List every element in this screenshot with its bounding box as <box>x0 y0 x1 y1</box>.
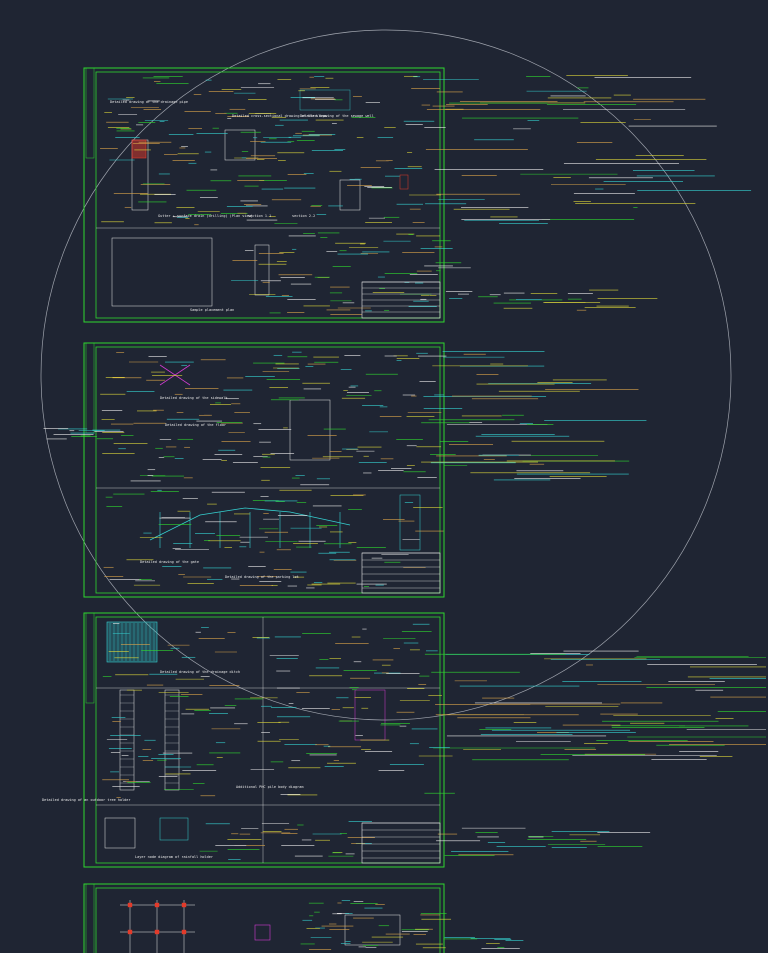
sewage-well-detail <box>299 89 351 111</box>
sheet-3-outer-frame <box>83 612 445 868</box>
sheet-2-inner-frame <box>95 346 441 594</box>
sheet-3-inner-frame <box>95 616 441 864</box>
gutter-section <box>254 244 270 296</box>
well-section <box>339 179 361 211</box>
footing-section <box>344 914 401 946</box>
highlighted-pipe-head <box>131 139 147 159</box>
slope-detail <box>224 129 256 161</box>
sheet-2[interactable] <box>43 342 647 598</box>
well-cover <box>399 174 409 190</box>
sheet-2-outer-frame <box>83 342 445 598</box>
sheet-4-left-binding-strip <box>85 883 95 953</box>
sheet-4-outer-frame <box>83 883 445 953</box>
pile-cap-marker <box>154 929 160 935</box>
sheet-2-title-block <box>361 552 441 594</box>
sheet-1-left-binding-strip <box>85 67 95 159</box>
sheet-2-details <box>43 351 647 589</box>
column-base-detail <box>254 924 271 941</box>
sheet-3-title-block <box>361 822 441 864</box>
sheet-1[interactable] <box>83 67 752 323</box>
drainage-ditch-grid <box>106 621 158 663</box>
pile-cap-marker <box>127 902 133 908</box>
rainfall-holder-grid <box>159 817 189 841</box>
sheet-4[interactable] <box>83 883 524 953</box>
sheet-4-details <box>120 900 524 953</box>
sheet-3-details <box>96 617 766 863</box>
sheet-3[interactable] <box>83 612 766 868</box>
pile-cap-marker <box>127 929 133 935</box>
sample-placement-plan <box>111 237 213 307</box>
rainfall-holder-node <box>104 817 136 849</box>
pile-cap-marker <box>181 929 187 935</box>
sheet-2-left-binding-strip <box>85 342 95 434</box>
tree-holder-pile-right <box>164 689 180 791</box>
selection-circle <box>40 29 732 721</box>
sheet-3-left-binding-strip <box>85 612 95 704</box>
rebar-cross <box>159 364 191 386</box>
pile-cap-marker <box>181 902 187 908</box>
parking-section <box>399 494 421 551</box>
pile-cap-marker <box>154 902 160 908</box>
floor-detail <box>289 399 331 461</box>
sheet-1-outer-frame <box>83 67 445 323</box>
sheet-1-title-block <box>361 281 441 319</box>
sheet-1-details <box>96 75 752 315</box>
sheet-4-inner-frame <box>95 887 441 953</box>
